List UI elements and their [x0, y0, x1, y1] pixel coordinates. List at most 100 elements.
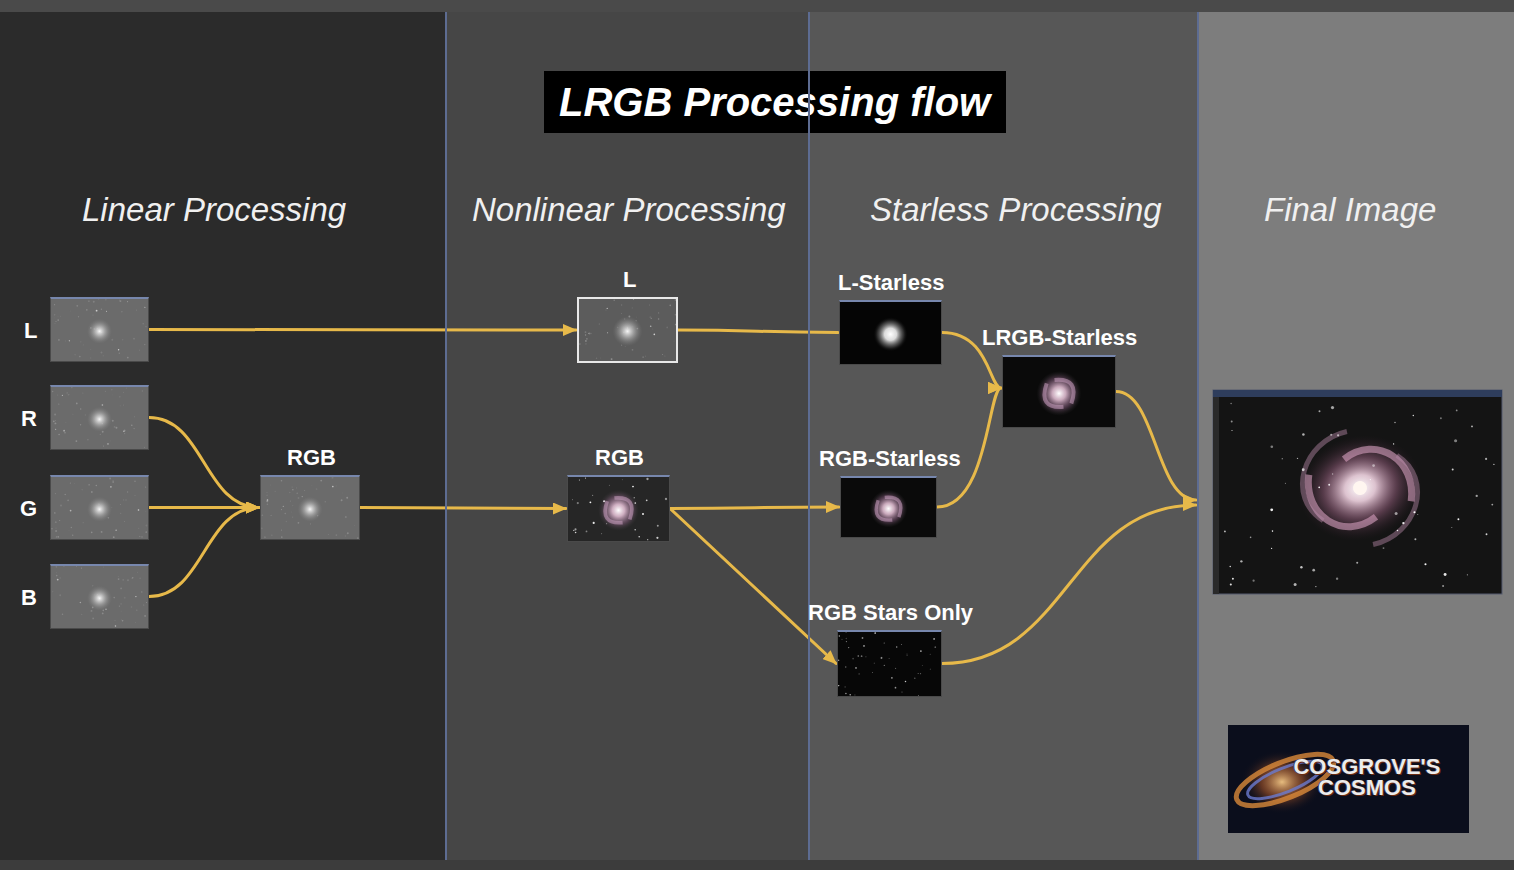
star-dot [93, 301, 95, 303]
star-dot [86, 309, 88, 311]
star-dot [1452, 469, 1454, 471]
star-dot [90, 357, 91, 358]
thumbnail-ground [838, 632, 941, 696]
star-dot [1444, 573, 1447, 576]
thumbnail-image [840, 302, 941, 364]
galaxy-glow [1037, 371, 1082, 416]
star-dot [120, 603, 122, 605]
star-dot [135, 596, 136, 597]
star-dot [1231, 430, 1232, 431]
final-image [1213, 390, 1502, 594]
star-dot [134, 621, 136, 623]
star-dot [92, 585, 93, 586]
star-dot [347, 532, 349, 534]
processing-band: Starless ProcessingL-StarlessLRGB-Starle… [808, 12, 1197, 860]
star-dot [1282, 458, 1283, 459]
flow-connector [149, 418, 259, 508]
star-dot [119, 606, 120, 607]
star-dot [1471, 425, 1473, 427]
star-dot [921, 664, 923, 666]
star-dot [54, 317, 56, 319]
star-dot [85, 414, 87, 416]
image-node: G [50, 475, 149, 540]
thumbnail-ground [840, 302, 941, 364]
star-dot [653, 334, 655, 336]
star-dot [839, 635, 840, 636]
star-dot [632, 349, 634, 351]
star-dot [62, 395, 63, 396]
star-dot [657, 525, 659, 527]
processing-band: Nonlinear ProcessingLRGB [445, 12, 808, 860]
star-dot [112, 420, 114, 422]
star-dot [102, 612, 104, 614]
star-dot [646, 499, 648, 501]
star-dot [56, 575, 58, 577]
galaxy-arm [614, 498, 631, 520]
star-dot [60, 505, 62, 507]
star-dot [79, 356, 81, 358]
star-dot [1414, 538, 1416, 540]
star-dot [1393, 443, 1394, 444]
thumbnail-image [51, 299, 148, 361]
star-dot [74, 354, 75, 355]
star-dot [54, 314, 55, 315]
star-dot [1486, 533, 1488, 535]
galaxy-arm [1352, 452, 1429, 544]
star-dot [107, 443, 108, 444]
star-dot [262, 515, 264, 517]
star-dot [105, 299, 107, 301]
star-dot [145, 511, 147, 513]
star-dot [80, 602, 82, 604]
star-dot [109, 478, 111, 480]
window-bottom-bar [0, 860, 1514, 870]
star-dot [127, 301, 129, 303]
star-dot [848, 647, 849, 648]
star-dot [1331, 406, 1334, 409]
thumbnail-image [261, 477, 359, 539]
star-dot [132, 578, 133, 579]
star-dot [585, 343, 586, 344]
star-dot [57, 579, 59, 581]
star-dot [137, 572, 138, 573]
node-label: L [623, 267, 636, 293]
star-dot [621, 312, 623, 314]
star-dot [845, 686, 846, 687]
star-dot [621, 304, 623, 306]
star-dot [1440, 417, 1442, 419]
star-dot [859, 673, 860, 674]
star-dot [1476, 495, 1478, 497]
star-dot [57, 394, 58, 395]
star-dot [311, 485, 313, 487]
star-dot [316, 488, 318, 490]
star-dot [895, 668, 896, 669]
star-dot [138, 349, 140, 351]
final-image-frame [1213, 390, 1502, 594]
star-dot [144, 344, 145, 345]
star-dot [144, 307, 145, 308]
star-dot [55, 493, 56, 494]
star-dot [917, 673, 919, 675]
star-dot [324, 501, 326, 503]
star-dot [642, 513, 644, 515]
star-dot [81, 567, 82, 568]
star-dot [55, 321, 56, 322]
star-dot [67, 499, 69, 501]
star-dot [884, 642, 885, 643]
star-dot [1224, 530, 1226, 532]
star-dot [838, 660, 839, 662]
star-dot [68, 529, 70, 531]
star-dot [51, 528, 53, 530]
node-label: L-Starless [838, 270, 944, 296]
thumbnail-ground [51, 299, 148, 361]
flow-connector [670, 507, 839, 509]
star-dot [1231, 421, 1233, 423]
star-dot [55, 420, 56, 421]
star-dot [80, 424, 81, 425]
flow-connector [149, 508, 259, 597]
thumbnail-ground [51, 566, 148, 628]
star-dot [633, 299, 634, 300]
star-dot [664, 355, 665, 356]
star-dot [846, 641, 847, 642]
star-dot [116, 427, 118, 429]
star-dot [675, 314, 676, 316]
